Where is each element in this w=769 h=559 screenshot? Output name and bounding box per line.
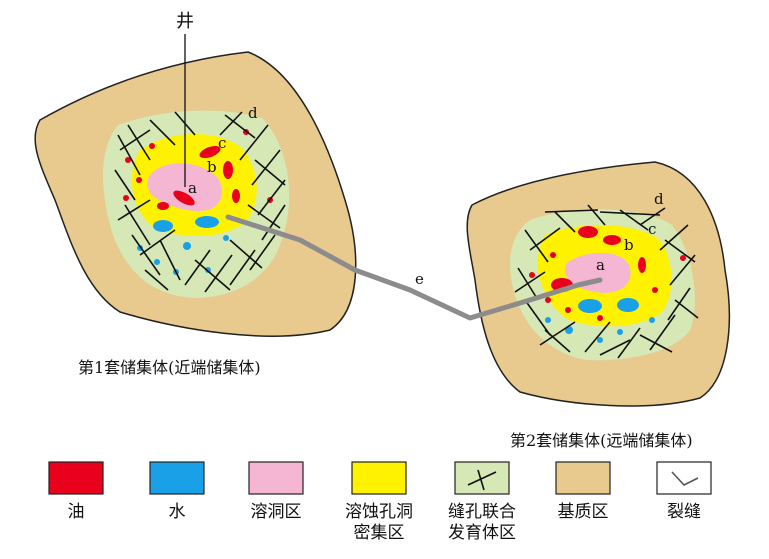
cave-zone-1 bbox=[147, 163, 223, 211]
legend-label-pore: 溶蚀孔洞 密集区 bbox=[345, 502, 413, 543]
zone-letter-c-1: c bbox=[218, 134, 226, 152]
legend-label-cave: 溶洞区 bbox=[250, 502, 302, 522]
oil-patches-1 bbox=[123, 129, 273, 210]
water-patches-1 bbox=[137, 216, 229, 275]
legend-label-oil: 油 bbox=[67, 502, 85, 522]
legend-swatch-water bbox=[149, 461, 205, 495]
zone-letter-a-1: a bbox=[188, 179, 197, 197]
legend-swatch-matrix bbox=[555, 461, 611, 495]
zone-letter-a-2: a bbox=[596, 256, 605, 274]
legend-label-matrix: 基质区 bbox=[557, 502, 609, 522]
legend-label-crack: 裂缝 bbox=[667, 502, 701, 522]
zone-letter-b-1: b bbox=[207, 158, 217, 176]
reservoir-body-2 bbox=[466, 161, 731, 407]
legend-fracture-icon bbox=[467, 469, 497, 491]
well-label: 井 bbox=[176, 11, 194, 32]
reservoir-body-1 bbox=[34, 51, 357, 337]
legend-swatch-oil bbox=[48, 461, 104, 495]
zone-letter-d-1: d bbox=[248, 104, 258, 122]
legend-swatch-crack bbox=[656, 461, 712, 495]
zone-letter-d-2: d bbox=[654, 190, 664, 208]
legend-swatch-cave bbox=[248, 461, 304, 495]
legend-label-water: 水 bbox=[168, 502, 186, 522]
water-patches-2 bbox=[545, 298, 655, 343]
legend-swatch-fracture bbox=[454, 461, 510, 495]
legend-label-fracture: 缝孔联合 发育体区 bbox=[448, 502, 516, 543]
legend-swatch-pore bbox=[351, 461, 407, 495]
connecting-channel-e bbox=[225, 214, 603, 321]
legend-swatches bbox=[48, 461, 712, 495]
channel-letter-e: e bbox=[415, 270, 424, 288]
caption-body-2: 第2套储集体(远端储集体) bbox=[510, 431, 693, 450]
zone-letter-b-2: b bbox=[624, 236, 634, 254]
legend-crack-icon bbox=[671, 471, 699, 486]
fractures-2 bbox=[514, 204, 699, 359]
caption-body-1: 第1套储集体(近端储集体) bbox=[78, 358, 261, 377]
zone-letter-c-2: c bbox=[648, 220, 656, 238]
fractures-1 bbox=[114, 111, 286, 293]
